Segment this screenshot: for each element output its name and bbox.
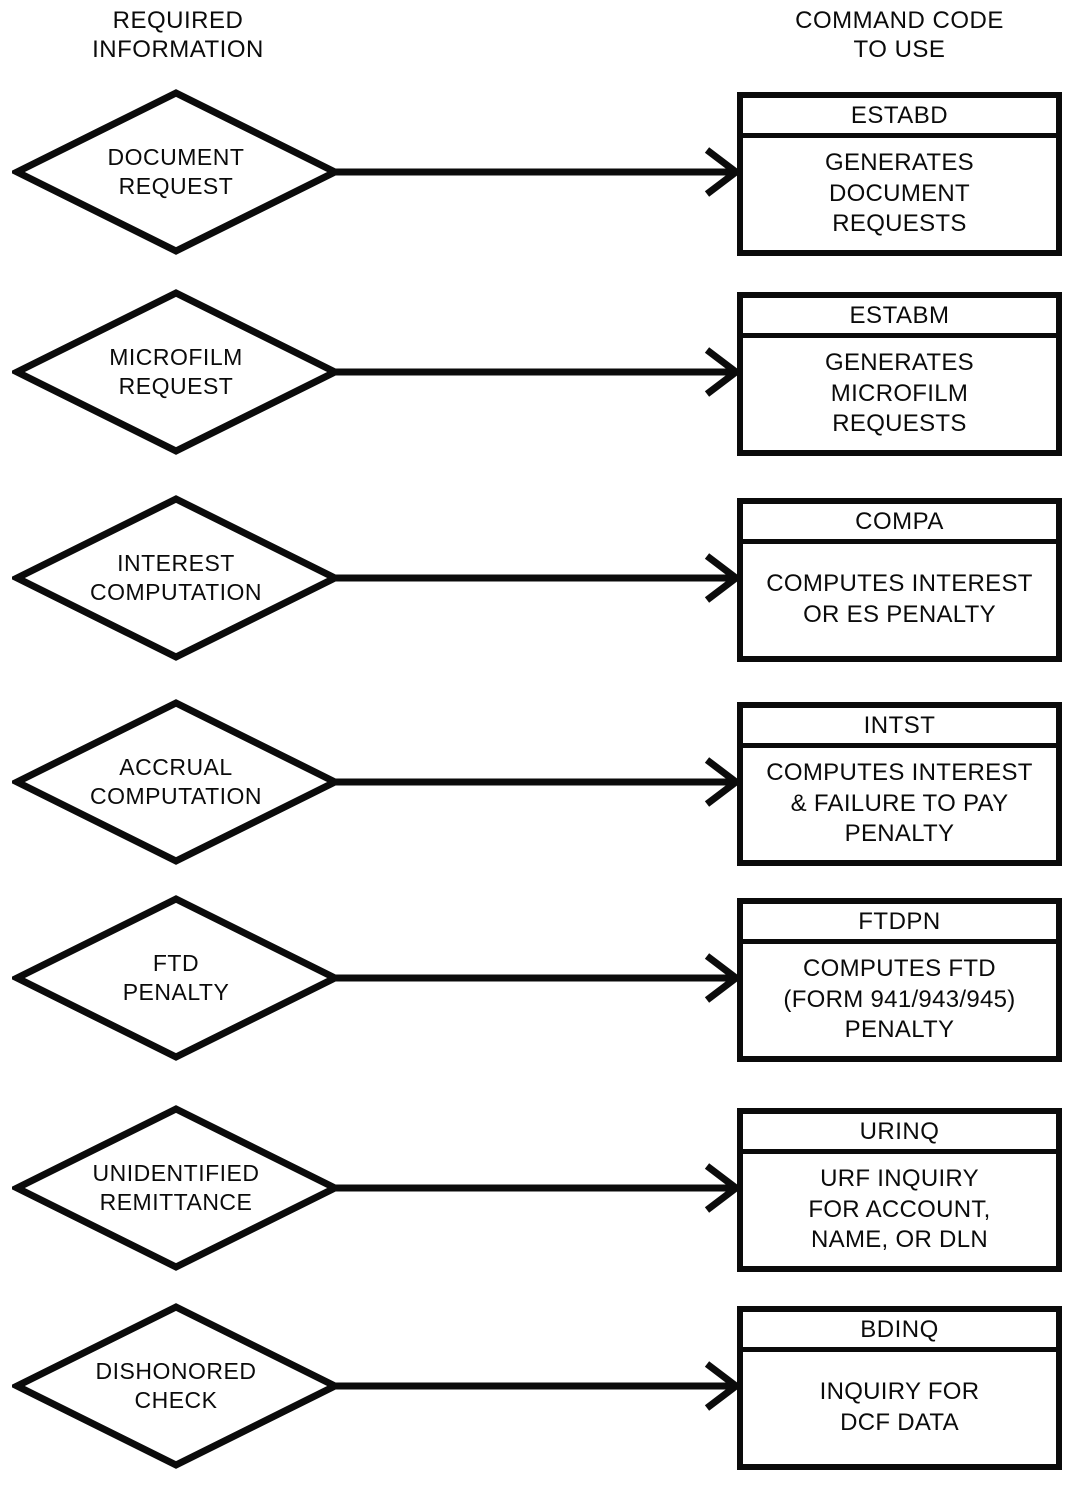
command-code-title: ESTABM	[743, 298, 1056, 338]
diamond-shape-icon	[12, 699, 340, 865]
decision-diamond: MICROFILM REQUEST	[12, 288, 340, 456]
command-code-box: COMPA COMPUTES INTEREST OR ES PENALTY	[737, 498, 1062, 662]
command-code-title: COMPA	[743, 504, 1056, 544]
diamond-label: INTEREST COMPUTATION	[89, 550, 263, 605]
diamond-shape-icon	[12, 289, 340, 455]
command-code-title: URINQ	[743, 1114, 1056, 1154]
diamond-label: DOCUMENT REQUEST	[107, 144, 245, 199]
decision-diamond: INTEREST COMPUTATION	[12, 494, 340, 662]
flow-row-interest-computation: INTEREST COMPUTATION COMPA COMPUTES INTE…	[0, 494, 1073, 662]
arrow-connector-icon	[336, 288, 742, 456]
required-information-header: REQUIRED INFORMATION	[92, 7, 264, 64]
command-code-box: ESTABD GENERATES DOCUMENT REQUESTS	[737, 92, 1062, 256]
arrow-connector-icon	[336, 88, 742, 256]
command-code-box: BDINQ INQUIRY FOR DCF DATA	[737, 1306, 1062, 1470]
diamond-label: ACCRUAL COMPUTATION	[89, 754, 263, 809]
command-code-box: ESTABM GENERATES MICROFILM REQUESTS	[737, 292, 1062, 456]
diamond-shape-icon	[12, 895, 340, 1061]
diamond-shape-icon	[12, 1303, 340, 1469]
flow-row-accrual-computation: ACCRUAL COMPUTATION INTST COMPUTES INTER…	[0, 698, 1073, 866]
diamond-shape-icon	[12, 495, 340, 661]
decision-diamond: ACCRUAL COMPUTATION	[12, 698, 340, 866]
diamond-label: UNIDENTIFIED REMITTANCE	[92, 1160, 260, 1215]
command-code-description: COMPUTES INTEREST & FAILURE TO PAY PENAL…	[766, 758, 1033, 848]
command-code-description: COMPUTES FTD (FORM 941/943/945) PENALTY	[783, 954, 1016, 1044]
command-code-description: URF INQUIRY FOR ACCOUNT, NAME, OR DLN	[808, 1164, 991, 1254]
arrow-connector-icon	[336, 494, 742, 662]
decision-diamond: UNIDENTIFIED REMITTANCE	[12, 1104, 340, 1272]
flow-row-microfilm-request: MICROFILM REQUEST ESTABM GENERATES MICRO…	[0, 288, 1073, 456]
command-code-description: COMPUTES INTEREST OR ES PENALTY	[766, 570, 1033, 628]
diamond-label: DISHONORED CHECK	[95, 1358, 257, 1413]
decision-diamond: FTD PENALTY	[12, 894, 340, 1062]
command-code-box: FTDPN COMPUTES FTD (FORM 941/943/945) PE…	[737, 898, 1062, 1062]
command-code-description: INQUIRY FOR DCF DATA	[819, 1378, 980, 1436]
flow-row-document-request: DOCUMENT REQUEST ESTABD GENERATES DOCUME…	[0, 88, 1073, 256]
command-code-title: INTST	[743, 708, 1056, 748]
flow-row-dishonored-check: DISHONORED CHECK BDINQ INQUIRY FOR DCF D…	[0, 1302, 1073, 1470]
arrow-connector-icon	[336, 698, 742, 866]
decision-diamond: DOCUMENT REQUEST	[12, 88, 340, 256]
diamond-shape-icon	[12, 1105, 340, 1271]
arrow-connector-icon	[336, 894, 742, 1062]
decision-diamond: DISHONORED CHECK	[12, 1302, 340, 1470]
command-code-title: FTDPN	[743, 904, 1056, 944]
command-code-description: GENERATES DOCUMENT REQUESTS	[825, 148, 974, 238]
diamond-label: MICROFILM REQUEST	[109, 344, 243, 399]
command-code-title: BDINQ	[743, 1312, 1056, 1352]
flow-row-unidentified-remittance: UNIDENTIFIED REMITTANCE URINQ URF INQUIR…	[0, 1104, 1073, 1272]
command-code-box: INTST COMPUTES INTEREST & FAILURE TO PAY…	[737, 702, 1062, 866]
command-code-header: COMMAND CODE TO USE	[795, 7, 1004, 64]
arrow-connector-icon	[336, 1302, 742, 1470]
command-code-description: GENERATES MICROFILM REQUESTS	[825, 348, 974, 438]
diamond-shape-icon	[12, 89, 340, 255]
command-code-title: ESTABD	[743, 98, 1056, 138]
diamond-label: FTD PENALTY	[122, 950, 230, 1005]
flow-row-ftd-penalty: FTD PENALTY FTDPN COMPUTES FTD (FORM 941…	[0, 894, 1073, 1062]
arrow-connector-icon	[336, 1104, 742, 1272]
command-code-box: URINQ URF INQUIRY FOR ACCOUNT, NAME, OR …	[737, 1108, 1062, 1272]
